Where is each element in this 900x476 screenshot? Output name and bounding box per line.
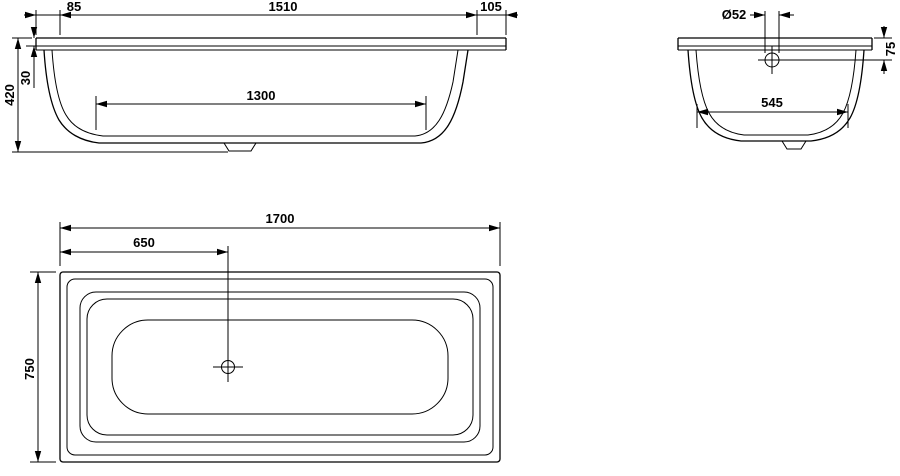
dim-label-rim-length: 1510 [269, 0, 298, 14]
dim-plan-overall-length: 1700 [59, 211, 501, 266]
bowl-outer-profile [43, 49, 469, 144]
dim-label-offset-right: 105 [480, 0, 502, 14]
end-elevation-view: Ø52 75 545 [677, 7, 898, 150]
dim-label-overall-width: 750 [22, 358, 37, 380]
plan-tub-outline [59, 271, 501, 463]
side-foot-tab [223, 142, 257, 152]
drain-plan-view [213, 246, 243, 382]
end-tub-outline [677, 37, 873, 150]
dim-label-overall-length: 1700 [266, 211, 295, 226]
bowl-bottom-edge [111, 319, 449, 415]
plan-view: 1700 650 750 [22, 211, 501, 463]
dim-label-drain-diameter: Ø52 [722, 7, 747, 22]
bowl-inner-profile [695, 49, 857, 136]
rim-outer-edge [59, 271, 501, 463]
dim-plan-drain-offset: 650 [60, 235, 228, 256]
bowl-slope-edge [86, 298, 474, 436]
dim-label-base-width: 545 [761, 95, 783, 110]
dim-end-base-width: 545 [696, 95, 849, 128]
dim-side-overall-height: 420 [2, 37, 228, 153]
dim-label-edge-height: 30 [18, 71, 33, 85]
bowl-inner-profile [51, 49, 459, 137]
dim-side-base-length: 1300 [95, 88, 427, 130]
dim-label-offset-left: 85 [67, 0, 81, 14]
end-foot-tab [781, 140, 807, 150]
dim-end-drain-diameter: Ø52 [722, 7, 794, 53]
dim-label-drain-depth: 75 [883, 42, 898, 56]
dim-end-drain-depth: 75 [874, 26, 898, 74]
bowl-outer-profile [687, 49, 865, 142]
dim-plan-overall-width: 750 [22, 271, 56, 463]
dim-label-base-length: 1300 [247, 88, 276, 103]
drain-end-view [758, 46, 892, 74]
dim-label-overall-height: 420 [2, 84, 17, 106]
dim-side-edge-height: 30 [18, 27, 38, 88]
dim-side-top-chain: 85 1510 105 [24, 0, 518, 35]
side-tub-outline [35, 37, 507, 152]
dim-label-drain-offset: 650 [133, 235, 155, 250]
rim-inner-edge [66, 278, 494, 456]
bowl-top-edge [79, 291, 481, 443]
side-elevation-view: 85 1510 105 420 30 1300 [2, 0, 518, 153]
